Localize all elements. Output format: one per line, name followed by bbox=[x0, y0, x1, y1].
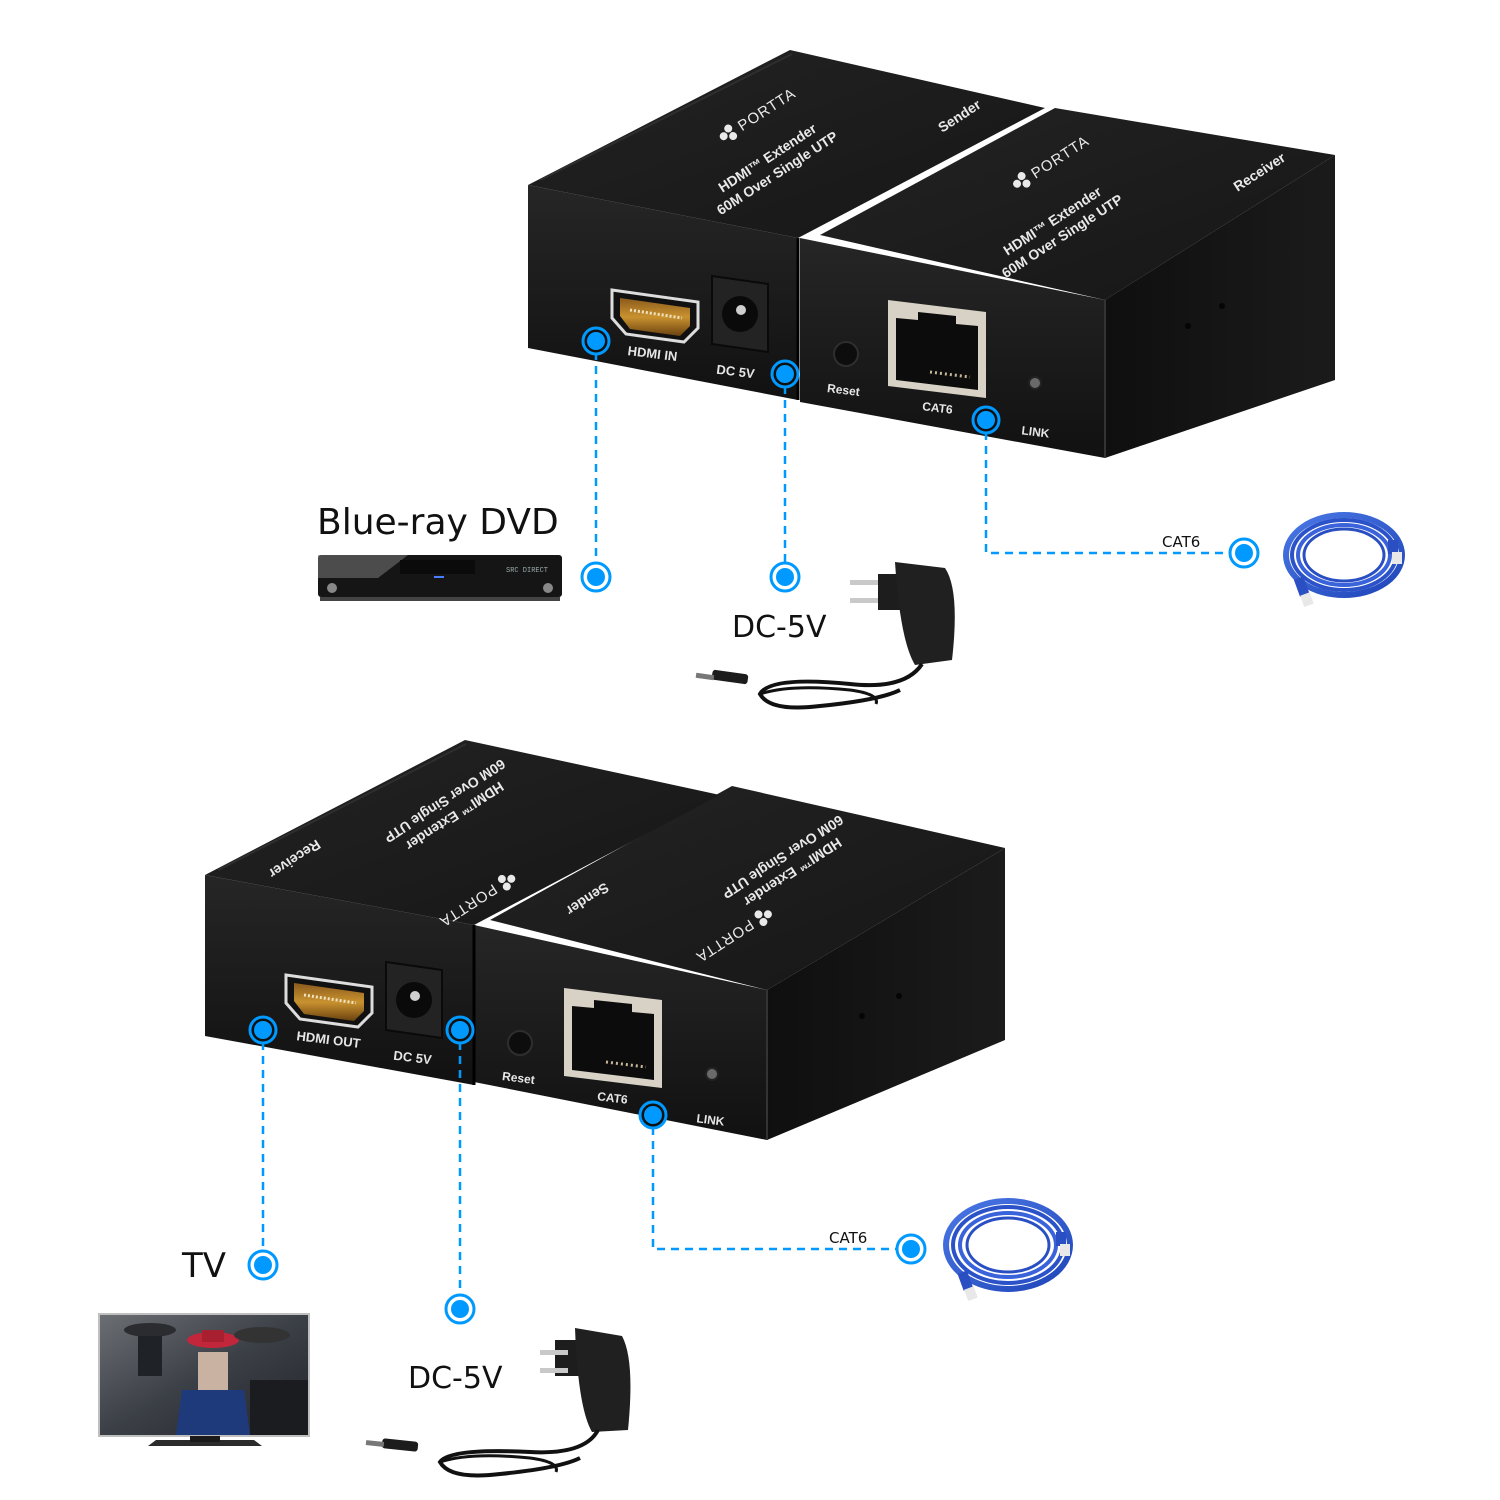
device-top-face bbox=[820, 108, 1335, 300]
screw-hole bbox=[1185, 323, 1191, 329]
dc-power-jack bbox=[711, 274, 769, 354]
extender-back-unit: PORTTA HDMI™ Extender 60M Over Single UT… bbox=[800, 108, 1335, 458]
link-led bbox=[705, 1067, 719, 1081]
sender-setup: PORTTA HDMI™ Extender 60M Over Single UT… bbox=[317, 50, 1405, 710]
ethernet-cable-icon bbox=[1283, 512, 1405, 608]
bluray-caption: Blue-ray DVD bbox=[317, 502, 559, 543]
hdmi-port bbox=[284, 973, 374, 1029]
hdmi-port bbox=[610, 288, 700, 344]
dc-5v-label: DC 5V bbox=[393, 1048, 433, 1068]
bluray-player-icon: SRC DIRECT bbox=[318, 555, 562, 601]
connection-dot bbox=[580, 561, 612, 593]
connection-dot bbox=[770, 359, 800, 389]
connector-lines bbox=[261, 1042, 910, 1306]
cat6-port-label: CAT6 bbox=[922, 399, 954, 417]
connection-dot bbox=[1228, 537, 1260, 569]
link-label: LINK bbox=[696, 1111, 726, 1128]
connection-dot bbox=[247, 1249, 279, 1281]
connection-dot bbox=[248, 1015, 278, 1045]
reset-button[interactable] bbox=[507, 1030, 533, 1056]
tv-icon bbox=[98, 1313, 310, 1446]
extender-back-unit: PORTTA HDMI™ Extender 60M Over Single UT… bbox=[474, 786, 1005, 1140]
power-caption: DC-5V bbox=[408, 1361, 503, 1396]
connector-lines bbox=[594, 352, 1242, 574]
cat6-cable-caption: CAT6 bbox=[829, 1229, 867, 1247]
reset-label: Reset bbox=[826, 381, 860, 399]
dc-5v-label: DC 5V bbox=[716, 362, 756, 382]
cat6-cable-caption: CAT6 bbox=[1162, 533, 1200, 551]
cat6-connector-line bbox=[651, 1127, 910, 1251]
device-top-face bbox=[528, 50, 1045, 238]
connection-dot bbox=[581, 326, 611, 356]
power-caption: DC-5V bbox=[732, 610, 827, 645]
screw-hole bbox=[896, 993, 902, 999]
screw-hole bbox=[859, 1013, 865, 1019]
connection-points bbox=[580, 326, 1260, 593]
dc-power-jack bbox=[385, 960, 443, 1040]
tv-caption: TV bbox=[181, 1246, 226, 1286]
reset-button[interactable] bbox=[833, 341, 859, 367]
rj45-port bbox=[564, 988, 662, 1088]
screw-hole bbox=[1219, 303, 1225, 309]
connection-points bbox=[247, 1015, 927, 1325]
reset-label: Reset bbox=[501, 1069, 535, 1087]
link-label: LINK bbox=[1021, 423, 1051, 440]
player-display: SRC DIRECT bbox=[506, 567, 548, 575]
connection-dot bbox=[971, 405, 1001, 435]
power-adapter-icon bbox=[695, 562, 955, 710]
extender-front-unit: PORTTA HDMI™ Extender 60M Over Single UT… bbox=[205, 740, 720, 1085]
connection-dot bbox=[895, 1233, 927, 1265]
device-top-face bbox=[205, 740, 720, 925]
hdmi-in-label: HDMI IN bbox=[627, 343, 678, 364]
ethernet-cable-icon bbox=[943, 1198, 1073, 1302]
link-led bbox=[1028, 376, 1042, 390]
receiver-setup: PORTTA HDMI™ Extender 60M Over Single UT… bbox=[98, 740, 1073, 1478]
connection-dot bbox=[769, 561, 801, 593]
device-top-face bbox=[490, 786, 1005, 990]
cat6-port-label: CAT6 bbox=[597, 1089, 629, 1107]
connection-dot bbox=[638, 1100, 668, 1130]
power-adapter-icon bbox=[365, 1328, 631, 1478]
rj45-port bbox=[888, 300, 986, 398]
device-side-face bbox=[767, 848, 1005, 1140]
connection-dot bbox=[444, 1293, 476, 1325]
connection-dot bbox=[445, 1015, 475, 1045]
